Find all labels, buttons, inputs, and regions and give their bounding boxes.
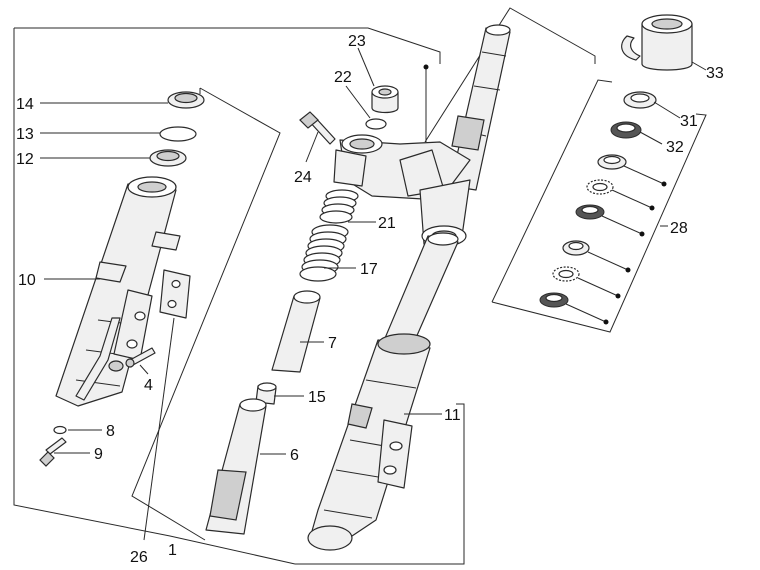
callout-23: 23 — [348, 33, 366, 50]
frame-assembly-1 — [13, 27, 441, 565]
callout-22: 22 — [334, 69, 352, 86]
part-7-tube — [271, 290, 321, 373]
reference-dots — [423, 64, 667, 325]
part-28-kit-items — [539, 154, 627, 308]
callout-11: 11 — [444, 407, 461, 424]
upper-yoke — [333, 134, 471, 201]
part-15-bushing — [255, 382, 277, 405]
part-4-bolt — [125, 347, 156, 368]
callout-21: 21 — [378, 215, 396, 232]
callout-33: 33 — [706, 65, 724, 82]
callout-17: 17 — [360, 261, 378, 278]
leader-lines — [40, 47, 707, 541]
part-12-bushing — [149, 149, 187, 167]
part-26-clamp — [159, 269, 191, 319]
steering-stem — [449, 24, 511, 191]
bearing-kit-assembly — [539, 14, 693, 308]
callout-12: 12 — [16, 151, 34, 168]
callout-26: 26 — [130, 549, 148, 566]
part-31-race — [623, 91, 657, 109]
callout-10: 10 — [18, 272, 36, 289]
part-33-cap — [621, 14, 693, 71]
callout-9: 9 — [94, 446, 103, 463]
part-13-circlip — [159, 126, 197, 142]
part-22-washer — [365, 118, 387, 130]
left-fork-leg — [55, 176, 181, 407]
callout-13: 13 — [16, 126, 34, 143]
callout-4: 4 — [144, 377, 153, 394]
callout-14: 14 — [16, 96, 34, 113]
callout-6: 6 — [290, 447, 299, 464]
right-fork-leg — [307, 232, 459, 551]
frame-right-leg-11 — [295, 403, 465, 565]
assembly-frames — [13, 7, 707, 565]
callout-labels: 14 13 12 10 4 8 9 26 1 23 22 24 21 17 7 … — [16, 33, 724, 566]
callout-7: 7 — [328, 335, 337, 352]
left-small-parts — [39, 91, 205, 467]
part-17-spring — [299, 224, 349, 282]
part-9-bolt — [39, 437, 67, 467]
part-6-damper — [205, 398, 267, 535]
part-8-washer — [53, 425, 67, 435]
frame-bearing-kit-28 — [491, 79, 707, 333]
part-24-bolt — [299, 111, 336, 145]
steering-column-assembly — [299, 24, 511, 247]
callout-31: 31 — [680, 113, 698, 130]
inner-parts — [205, 189, 359, 535]
frame-steering-column — [424, 7, 596, 143]
callout-1: 1 — [168, 542, 177, 559]
part-14-seal — [167, 91, 205, 109]
part-23-nut — [371, 85, 399, 114]
callout-8: 8 — [106, 423, 115, 440]
part-32-race — [610, 121, 642, 139]
frame-left-leg-26 — [131, 87, 281, 541]
callout-15: 15 — [308, 389, 326, 406]
part-21-spring — [319, 189, 359, 224]
callout-32: 32 — [666, 139, 684, 156]
callout-28: 28 — [670, 220, 688, 237]
callout-24: 24 — [294, 169, 312, 186]
